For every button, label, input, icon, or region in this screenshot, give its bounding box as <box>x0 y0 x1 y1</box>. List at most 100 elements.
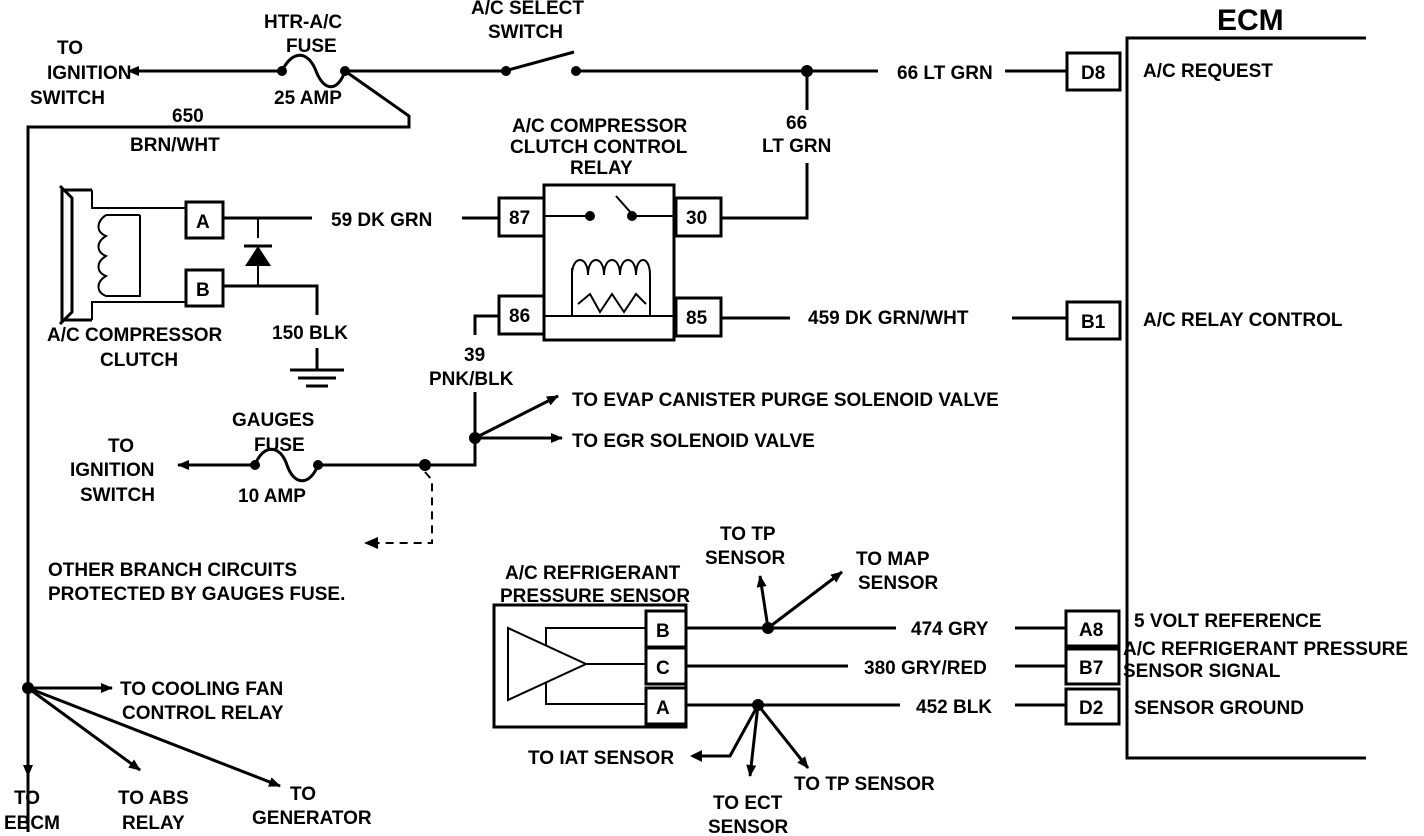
to-abs-line2: RELAY <box>122 813 185 834</box>
ign1-line1: TO <box>57 38 83 59</box>
other-branch-line1: OTHER BRANCH CIRCUITS <box>48 560 297 581</box>
htr-fuse-line2: FUSE <box>286 36 337 57</box>
clutch-title-line2: CLUTCH <box>100 350 178 371</box>
pressure-sensor-lead-b <box>545 627 646 646</box>
diode-triangle <box>245 246 271 266</box>
clutch-coil <box>97 214 141 297</box>
relay-pin-85 <box>674 296 723 338</box>
ecm-pin-b1-label: B1 <box>1081 312 1106 333</box>
ecm-pin-d8-label: D8 <box>1081 63 1105 84</box>
select-switch-line2: SWITCH <box>488 22 563 43</box>
pressure-sensor-title-line1: A/C REFRIGERANT <box>505 563 681 584</box>
refrigerant-pressure-sensor: B C A A/C REFRIGERANT PRESSURE SENSOR 47… <box>492 524 1066 836</box>
to-abs-line1: TO ABS <box>118 788 189 809</box>
htr-fuse-terminal-left <box>277 66 287 76</box>
wire-39-relay <box>473 314 499 335</box>
to-ect-line1: TO ECT <box>713 793 783 814</box>
relay-title-line3: RELAY <box>570 158 633 179</box>
wire-66-relay-line1: 66 <box>786 113 807 134</box>
gauges-circuit: 39 PNK/BLK TO EVAP CANISTER PURGE SOLENO… <box>48 314 999 605</box>
relay-pin-30 <box>674 196 723 238</box>
wire-150-blk <box>223 284 319 315</box>
sensor-pin-a-label: A <box>656 698 670 719</box>
ecm-sensor-ground-label: SENSOR GROUND <box>1134 698 1304 719</box>
ecm-title: ECM <box>1217 4 1284 37</box>
clutch-pin-b <box>184 268 225 308</box>
clutch-housing <box>60 188 92 322</box>
wire-650-line2: BRN/WHT <box>130 135 220 156</box>
relay-pin-85-label: 85 <box>686 308 708 329</box>
to-cooling-line2: CONTROL RELAY <box>122 703 284 724</box>
wire-459-label: 459 DK GRN/WHT <box>808 308 969 329</box>
relay-pin-30-label: 30 <box>686 208 707 229</box>
to-map-line2: SENSOR <box>858 573 939 594</box>
ecm-pin-b7 <box>1064 647 1121 686</box>
wire-39-line1: 39 <box>464 345 485 366</box>
wire-474-label: 474 GRY <box>911 619 989 640</box>
arrow-to-iat <box>690 750 702 762</box>
to-tp-top-line1: TO TP <box>720 524 776 545</box>
relay-title-line2: CLUTCH CONTROL <box>510 137 688 158</box>
wire-380-label: 380 GRY/RED <box>864 658 987 679</box>
to-iat-label: TO IAT SENSOR <box>528 748 674 769</box>
ecm-a-c-request-label: A/C REQUEST <box>1143 61 1273 82</box>
to-tp-bottom-label: TO TP SENSOR <box>794 774 935 795</box>
sensor-pin-c <box>644 646 688 686</box>
ecm-pin-b1 <box>1065 300 1122 341</box>
htr-fuse-rating: 25 AMP <box>274 88 342 109</box>
gauges-fuse-line1: GAUGES <box>232 410 314 431</box>
compressor-clutch-relay: 87 30 86 85 A/C COMPRESSOR CLUTCH CONTRO… <box>462 71 1067 342</box>
select-switch-blade <box>507 50 575 72</box>
arrow-to-abs <box>27 686 141 772</box>
relay-switch-blade <box>615 195 633 215</box>
sensor-pin-c-label: C <box>656 658 670 679</box>
ecm-module: ECM D8 A/C REQUEST B1 A/C RELAY CONTROL … <box>1064 4 1408 760</box>
ign2-line1: TO <box>108 436 134 457</box>
relay-title-line1: A/C COMPRESSOR <box>512 116 688 137</box>
to-evap-label: TO EVAP CANISTER PURGE SOLENOID VALVE <box>572 390 999 411</box>
wire-650-line1: 650 <box>172 106 204 127</box>
ecm-pressure-signal-label-line1: A/C REFRIGERANT PRESSURE <box>1123 639 1408 660</box>
to-generator-line1: TO <box>290 784 316 805</box>
ecm-outline <box>1125 36 1366 760</box>
relay-pin-87 <box>497 196 546 238</box>
to-tp-top-line2: SENSOR <box>705 548 786 569</box>
wire-452-label: 452 BLK <box>916 697 992 718</box>
to-ebcm-line1: TO <box>14 788 40 809</box>
to-egr-label: TO EGR SOLENOID VALVE <box>572 431 815 452</box>
wire-39-line2: PNK/BLK <box>429 369 514 390</box>
other-branch-line2: PROTECTED BY GAUGES FUSE. <box>48 584 345 605</box>
ign1-line3: SWITCH <box>30 88 105 109</box>
relay-body <box>542 183 676 342</box>
htr-fuse-line1: HTR-A/C <box>264 12 342 33</box>
ecm-5-volt-reference-label: 5 VOLT REFERENCE <box>1134 611 1322 632</box>
relay-pin-87-label: 87 <box>509 208 530 229</box>
gauges-fuse-line2: FUSE <box>254 435 305 456</box>
dashed-branch-arrow <box>364 537 378 549</box>
dashed-branch <box>376 471 433 544</box>
ecm-a-c-relay-control-label: A/C RELAY CONTROL <box>1143 310 1343 331</box>
wire-66-label: 66 LT GRN <box>897 63 993 84</box>
to-cooling-line1: TO COOLING FAN <box>120 679 283 700</box>
wire-66-relay-line2: LT GRN <box>762 136 831 157</box>
wire-150-label: 150 BLK <box>272 323 348 344</box>
ecm-pin-d2-label: D2 <box>1079 698 1103 719</box>
select-switch-line1: A/C SELECT <box>471 0 584 19</box>
wire-59-label: 59 DK GRN <box>331 210 432 231</box>
clutch-housing-inner <box>58 184 74 326</box>
clutch-lead-b <box>91 301 186 320</box>
compressor-clutch: A B 59 DK GRN 150 BLK A/C COMPRESSOR CLU… <box>47 184 432 388</box>
lower-left-branch: TO COOLING FAN CONTROL RELAY TO EBCM TO … <box>4 679 372 834</box>
to-generator-line2: GENERATOR <box>252 808 372 829</box>
clutch-lead-a <box>91 190 186 209</box>
wire-39-down <box>425 392 477 467</box>
relay-coil <box>571 259 651 316</box>
gauges-fuse-rating: 10 AMP <box>238 486 306 507</box>
gauges-fuse-symbol <box>253 447 320 483</box>
htr-fuse-symbol <box>280 53 347 89</box>
clutch-pin-b-label: B <box>196 280 210 301</box>
arrow-to-tp-bottom <box>756 704 810 769</box>
clutch-pin-a <box>184 200 225 240</box>
